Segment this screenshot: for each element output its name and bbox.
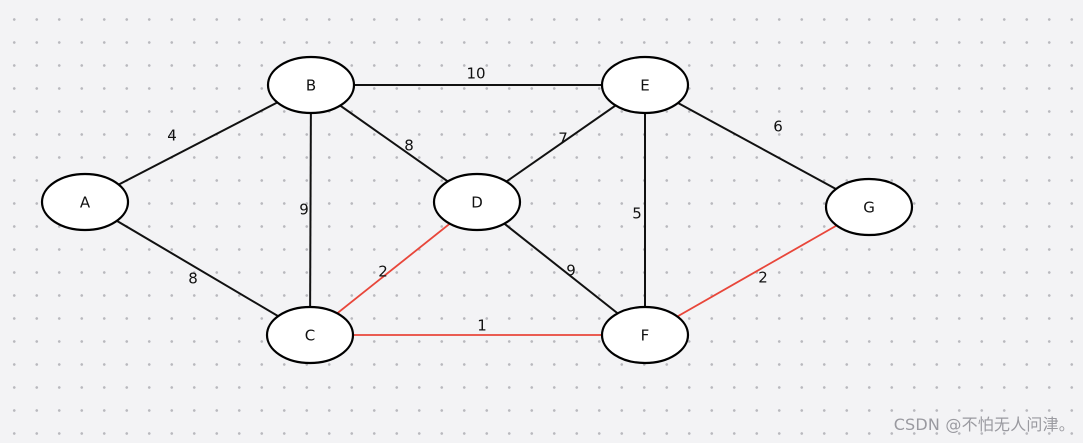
node-ellipse-c <box>265 305 355 365</box>
edge-weight-f-g: 2 <box>758 269 768 287</box>
edge-weight-b-d: 8 <box>404 137 414 155</box>
edge-labels-layer: 4 8 9 8 10 2 1 7 9 5 6 2 <box>167 65 783 335</box>
edge-weight-a-b: 4 <box>167 127 177 145</box>
node-ellipse-d <box>432 172 522 232</box>
node-label-b: B <box>306 77 316 95</box>
edge-weight-d-e: 7 <box>558 130 568 148</box>
node-ellipse-f <box>600 305 690 365</box>
node-ellipse-e <box>600 55 690 115</box>
node-g: G <box>824 177 914 237</box>
edge-a-b <box>84 84 312 203</box>
node-f: F <box>600 305 690 365</box>
watermark-text: CSDN @不怕无人问津。 <box>893 415 1075 434</box>
node-ellipse-a <box>40 172 130 232</box>
node-label-f: F <box>641 327 650 345</box>
edge-weight-b-e: 10 <box>466 65 485 83</box>
edge-weight-c-f: 1 <box>477 317 487 335</box>
edge-b-c <box>309 84 312 336</box>
edge-a-c <box>84 201 311 336</box>
node-label-g: G <box>863 199 875 217</box>
node-label-a: A <box>80 194 91 212</box>
node-e: E <box>600 55 690 115</box>
edge-f-g <box>644 206 870 336</box>
edge-weight-c-d: 2 <box>378 263 388 281</box>
node-d: D <box>432 172 522 232</box>
edge-e-g <box>644 84 870 208</box>
edge-weight-e-f: 5 <box>632 205 642 223</box>
node-ellipse-b <box>266 55 356 115</box>
node-label-d: D <box>471 194 483 212</box>
edge-weight-d-f: 9 <box>566 262 576 280</box>
node-label-c: C <box>305 327 315 345</box>
nodes-layer: A B C D E F G <box>40 55 914 365</box>
node-a: A <box>40 172 130 232</box>
node-b: B <box>266 55 356 115</box>
edge-weight-e-g: 6 <box>773 118 783 136</box>
node-ellipse-g <box>824 177 914 237</box>
node-label-e: E <box>640 77 649 95</box>
edge-weight-a-c: 8 <box>188 270 198 288</box>
node-c: C <box>265 305 355 365</box>
edge-weight-b-c: 9 <box>299 201 309 219</box>
